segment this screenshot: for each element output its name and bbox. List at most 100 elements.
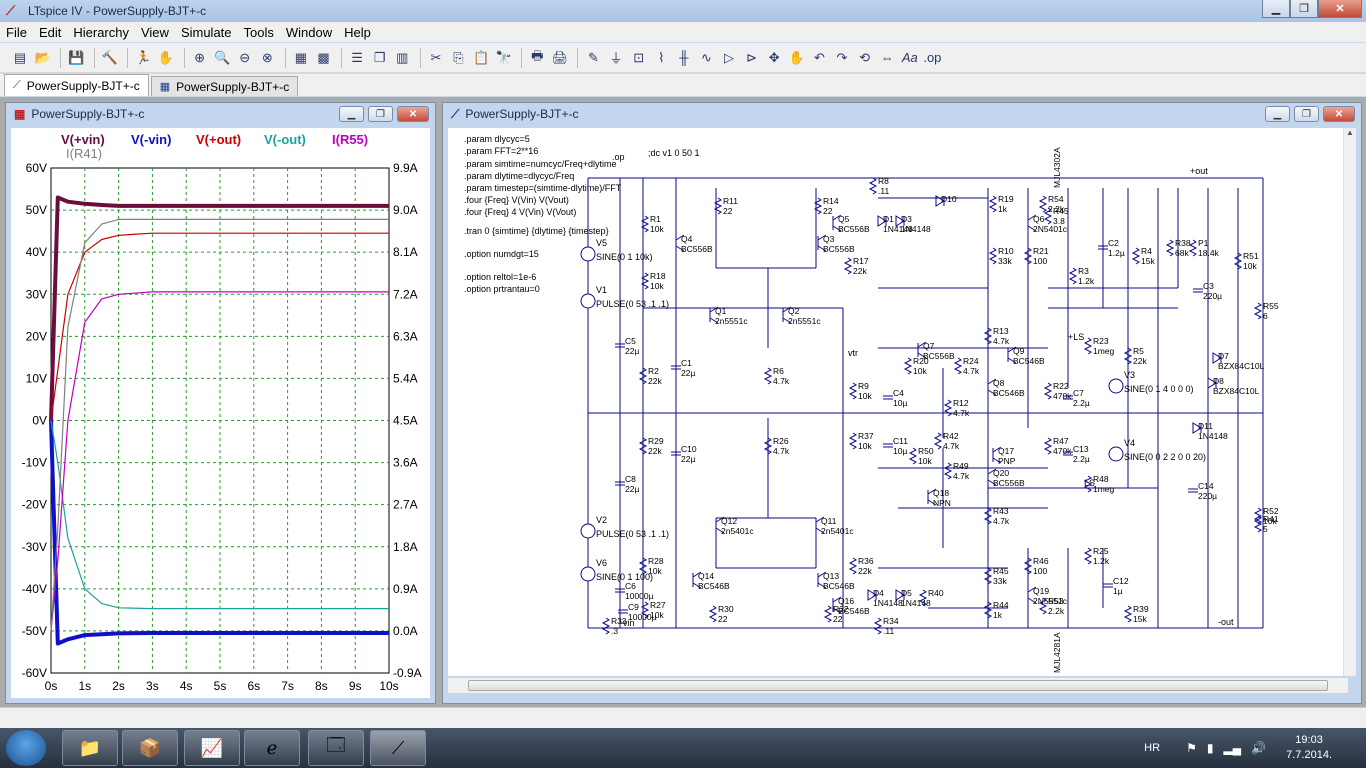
drag-icon[interactable]: ✋	[788, 49, 805, 65]
component-icon[interactable]: ⊳	[746, 49, 758, 65]
new-schematic-icon[interactable]: ▤	[13, 49, 27, 65]
component-value: 5	[1263, 524, 1268, 534]
flag-icon[interactable]: ⚑	[1186, 741, 1197, 755]
maximize-button[interactable]: ❐	[1294, 106, 1319, 122]
clock[interactable]: 19:03 7.7.2014.	[1286, 733, 1332, 763]
minimize-button[interactable]: ▁	[1262, 0, 1290, 18]
component-value: 1k	[998, 204, 1008, 214]
zoom-in-icon[interactable]: ⊕	[194, 49, 206, 65]
close-button[interactable]: ✕	[1318, 0, 1362, 18]
component-ref: C1	[681, 358, 692, 368]
resistor-symbol	[943, 462, 953, 480]
waveform-icon[interactable]: ▩	[317, 49, 330, 65]
copy-icon[interactable]: ⎘	[453, 49, 464, 65]
ground-icon[interactable]: ⏚	[609, 51, 623, 66]
rotate-icon[interactable]: ⟲	[859, 49, 871, 65]
cascade-icon[interactable]: ❐	[373, 49, 386, 65]
plot-pane[interactable]: V(+vin)V(-vin)V(+out)V(-out)I(R55)I(R41)…	[11, 128, 430, 698]
zoom-out-icon[interactable]: ⊖	[239, 49, 251, 65]
minimize-button[interactable]: ▁	[1265, 106, 1290, 122]
language-indicator[interactable]: HR	[1144, 742, 1161, 754]
component-value: 10000µ	[625, 591, 654, 601]
menu-edit[interactable]: Edit	[38, 24, 62, 40]
label-net-icon[interactable]: ⊡	[633, 49, 645, 65]
y-tick-label: 20V	[26, 329, 47, 343]
autorange-icon[interactable]: ▦	[294, 49, 308, 65]
cut-icon[interactable]: ✂	[430, 49, 442, 65]
capacitor-icon[interactable]: ╫	[679, 50, 689, 65]
schematic-window[interactable]: ⟋ PowerSupply-BJT+-c ▁ ❐ ✕ .param dlycyc…	[442, 102, 1362, 704]
inductor-icon[interactable]: ∿	[700, 49, 712, 65]
maximize-button[interactable]: ❐	[368, 106, 393, 122]
component-value: BC556B	[993, 478, 1025, 488]
wire-icon[interactable]: ✎	[588, 49, 599, 65]
resistor-symbol	[1165, 239, 1175, 257]
device-icon[interactable]: ▮	[1206, 741, 1214, 755]
resistor-icon[interactable]: ⌇	[658, 49, 665, 65]
maximize-button[interactable]: ❐	[1290, 0, 1318, 18]
waveform-window-titlebar[interactable]: ▦ PowerSupply-BJT+-c	[6, 103, 435, 125]
scope-icon[interactable]: 📈	[184, 730, 240, 766]
close-button[interactable]: ✕	[1323, 106, 1355, 122]
diode-icon[interactable]: ▷	[724, 49, 735, 65]
component-value: 33k	[998, 256, 1012, 266]
menu-hierarchy[interactable]: Hierarchy	[73, 24, 129, 40]
scroll-up-icon[interactable]: ▲	[1346, 128, 1354, 137]
tile-vertical-icon[interactable]: ▥	[396, 49, 409, 65]
print-setup-icon[interactable]: 🖶	[531, 47, 544, 63]
run-icon[interactable]: 🏃	[135, 49, 152, 65]
menu-help[interactable]: Help	[344, 24, 371, 40]
resistor-symbol	[640, 272, 650, 290]
component-ref: D3	[901, 214, 912, 224]
vertical-scrollbar[interactable]: ▲	[1343, 128, 1356, 676]
component-ref: R41	[1263, 514, 1279, 524]
horizontal-scrollbar[interactable]	[448, 678, 1348, 693]
minimize-button[interactable]: ▁	[339, 106, 364, 122]
component-value: 1N4148	[883, 224, 913, 234]
schematic-drawing[interactable]: .param dlycyc=5.param FFT=2**16.param si…	[448, 128, 1351, 676]
redo-icon[interactable]: ↷	[836, 49, 848, 65]
menu-file[interactable]: File	[6, 24, 27, 40]
waveform-window[interactable]: ▦ PowerSupply-BJT+-c ▁ ❐ ✕ V(+vin)V(-vin…	[5, 102, 436, 704]
menu-tools[interactable]: Tools	[243, 24, 274, 40]
zoom-fit-icon[interactable]: ⊗	[261, 49, 273, 65]
network-icon[interactable]: ▂▄	[1223, 741, 1242, 755]
scrollbar-thumb[interactable]	[468, 680, 1328, 691]
spice-directive-icon[interactable]: .op	[923, 50, 942, 65]
pan-icon[interactable]: 🔍	[214, 49, 231, 65]
package-icon[interactable]: 📦	[122, 730, 178, 766]
component-ref: R27	[650, 600, 666, 610]
y2-tick-label: 9.9A	[393, 161, 418, 175]
ltspice-icon[interactable]: ⟋	[370, 730, 426, 766]
save-icon[interactable]: 💾	[68, 49, 85, 65]
schematic-canvas[interactable]: .param dlycyc=5.param FFT=2**16.param si…	[448, 128, 1351, 676]
tile-horizontal-icon[interactable]: ☰	[351, 49, 363, 65]
menu-window[interactable]: Window	[285, 24, 333, 40]
window-icon[interactable]: 🗔	[308, 730, 364, 766]
tab-schematic[interactable]: ⟋ PowerSupply-BJT+-c	[4, 74, 149, 96]
menu-simulate[interactable]: Simulate	[180, 24, 232, 40]
ie-icon[interactable]: ℯ	[244, 730, 300, 766]
undo-icon[interactable]: ↶	[813, 49, 825, 65]
menu-view[interactable]: View	[140, 24, 169, 40]
start-button[interactable]	[6, 730, 46, 766]
paste-icon[interactable]: 📋	[473, 49, 490, 65]
source-ref: V4	[1124, 438, 1135, 448]
close-button[interactable]: ✕	[397, 106, 429, 122]
component-ref: D5	[901, 588, 912, 598]
waveform-plot[interactable]: V(+vin)V(-vin)V(+out)V(-out)I(R55)I(R41)…	[11, 128, 430, 698]
control-panel-icon[interactable]: 🔨	[101, 49, 118, 65]
tab-waveform[interactable]: ▦ PowerSupply-BJT+-c	[150, 76, 299, 96]
title-bar[interactable]: ⟋ LTspice IV - PowerSupply-BJT+-c ▁ ❐ ✕	[0, 0, 1366, 22]
folder-icon[interactable]: 📁	[62, 730, 118, 766]
schematic-window-titlebar[interactable]: ⟋ PowerSupply-BJT+-c	[443, 103, 1361, 125]
text-icon[interactable]: Aa	[901, 50, 918, 65]
halt-icon[interactable]: ✋	[157, 49, 175, 65]
mirror-icon[interactable]: ⇔	[880, 50, 894, 65]
open-icon[interactable]: 📂	[34, 49, 51, 65]
move-icon[interactable]: ✥	[768, 49, 780, 65]
find-icon[interactable]: 🔭	[495, 49, 512, 65]
series-line	[49, 195, 389, 421]
print-icon[interactable]: 🖨	[551, 49, 569, 65]
volume-icon[interactable]: 🔊	[1251, 741, 1267, 755]
